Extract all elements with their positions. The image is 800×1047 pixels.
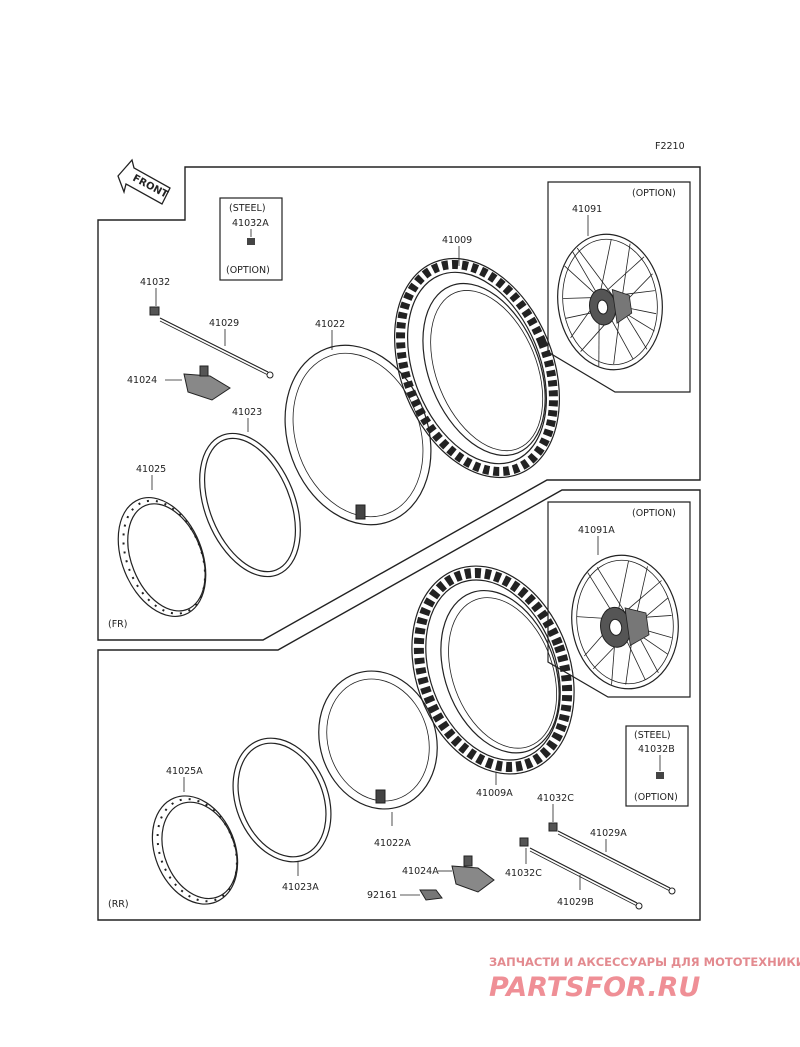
part-label-41032C-upper: 41032C [537, 793, 574, 804]
front-rim-strip: 41023 [199, 407, 301, 578]
rear-rim-pad: 92161 [367, 889, 443, 901]
part-label-41032: 41032 [140, 277, 170, 288]
rear-rim-lock: 41024A [402, 855, 495, 893]
front-valve-cap: 41032 [140, 277, 170, 316]
front-wheel-assembly: (OPTION) 41091 [547, 181, 691, 393]
front-steel-option-box: (STEEL) 41032A (OPTION) [219, 197, 283, 281]
front-rim-lock: 41024 [127, 365, 231, 401]
watermark-tagline: ЗАПЧАСТИ И АКСЕССУАРЫ ДЛЯ МОТОТЕХНИКИ [489, 955, 800, 969]
rear-steel-option-label: (OPTION) [634, 792, 678, 803]
part-label-41009: 41009 [442, 235, 472, 246]
front-steel-option-label: (OPTION) [226, 265, 270, 276]
part-label-41022A: 41022A [374, 838, 411, 849]
rear-valve-cap-lower: 41032C [505, 837, 542, 879]
part-label-41024: 41024 [127, 375, 157, 386]
part-label-41009A: 41009A [476, 788, 513, 799]
rear-section-label: (RR) [108, 899, 129, 910]
part-label-41022: 41022 [315, 319, 345, 330]
part-label-41025A: 41025A [166, 766, 203, 777]
front-section-label: (FR) [108, 619, 127, 630]
rear-wheel-option-label: (OPTION) [632, 508, 676, 519]
part-label-41032B: 41032B [638, 744, 675, 755]
rear-section-frame [97, 489, 701, 921]
front-spoke: 41029 [159, 317, 274, 379]
front-tire: 41009 [394, 235, 560, 479]
front-arrow-icon: FRONT [117, 158, 171, 205]
front-steel-label: (STEEL) [229, 203, 266, 214]
part-label-41029: 41029 [209, 318, 239, 329]
rear-tube: 41022A [318, 670, 438, 849]
front-wheel-option-label: (OPTION) [632, 188, 676, 199]
rear-tire: 41009A [411, 565, 575, 799]
watermark: ЗАПЧАСТИ И АКСЕССУАРЫ ДЛЯ МОТОТЕХНИКИ PA… [489, 955, 800, 1003]
rear-steel-option-box: (STEEL) 41032B (OPTION) [625, 725, 689, 807]
part-label-41032A: 41032A [232, 218, 269, 229]
rear-rim: 41025A [151, 766, 239, 905]
rear-spoke-long: 41029A [557, 828, 676, 895]
part-label-41091: 41091 [572, 204, 602, 215]
part-label-41025: 41025 [136, 464, 166, 475]
part-label-41023: 41023 [232, 407, 262, 418]
part-label-41024A: 41024A [402, 866, 439, 877]
part-label-92161: 92161 [367, 890, 397, 901]
rear-valve-cap-upper: 41032C [537, 793, 574, 832]
part-label-41029A: 41029A [590, 828, 627, 839]
watermark-brand: PARTSFOR.RU [489, 972, 700, 1003]
part-label-41023A: 41023A [282, 882, 319, 893]
part-label-41032C-lower: 41032C [505, 868, 542, 879]
front-section-frame [97, 166, 701, 641]
front-rim: 41025 [117, 464, 207, 618]
rear-rim-strip: 41023A [232, 737, 332, 893]
part-label-41091A: 41091A [578, 525, 615, 536]
part-label-41029B: 41029B [557, 897, 594, 908]
figure-code: F2210 [655, 141, 685, 152]
rear-steel-label: (STEEL) [634, 730, 671, 741]
rear-wheel-assembly: (OPTION) 41091A [547, 501, 691, 698]
rear-spoke-short: 41029B [529, 847, 643, 910]
